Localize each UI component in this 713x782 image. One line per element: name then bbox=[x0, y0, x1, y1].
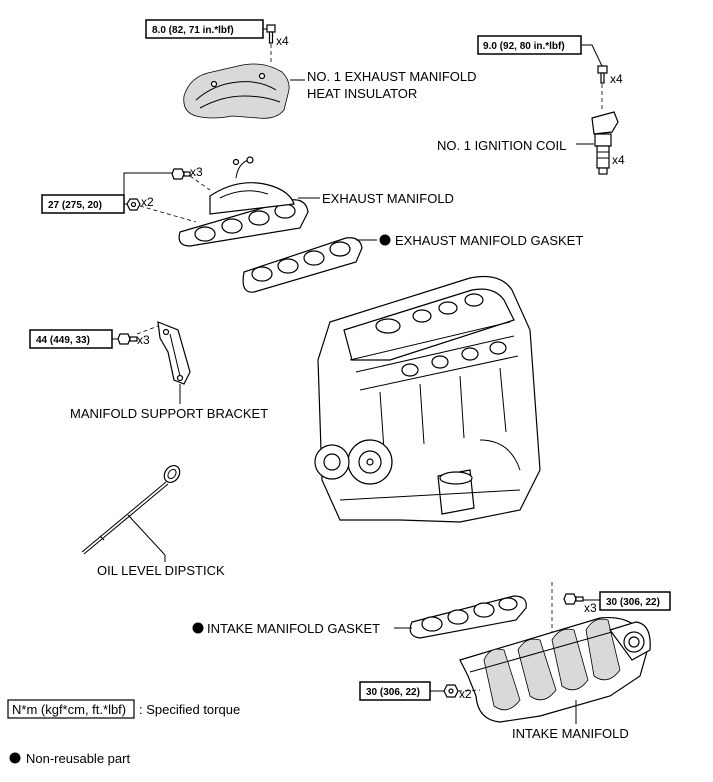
non-reusable-dot-icon bbox=[379, 234, 391, 246]
svg-text:8.0 (82, 71 in.*lbf): 8.0 (82, 71 in.*lbf) bbox=[152, 25, 234, 36]
bracket-bolt-qty: x3 bbox=[137, 333, 150, 347]
svg-text:30 (306, 22): 30 (306, 22) bbox=[606, 597, 660, 608]
intake-gasket-part bbox=[409, 595, 527, 639]
legend-torque-box: N*m (kgf*cm, ft.*lbf) bbox=[7, 699, 135, 719]
intake-bolt-qty: x3 bbox=[584, 601, 597, 615]
ignition-coil-torque-box: 9.0 (92, 80 in.*lbf) bbox=[477, 35, 582, 55]
ignition-coil-part bbox=[591, 111, 619, 175]
intake-torque-box-lower: 30 (306, 22) bbox=[359, 681, 431, 701]
intake-gasket-label: INTAKE MANIFOLD GASKET bbox=[207, 621, 380, 636]
heat-insulator-torque-box: 8.0 (82, 71 in.*lbf) bbox=[145, 19, 264, 39]
svg-text:30 (306, 22): 30 (306, 22) bbox=[366, 687, 420, 698]
exhaust-manifold-torque-box: 27 (275, 20) bbox=[41, 194, 125, 214]
exhaust-nut-qty: x2 bbox=[141, 195, 154, 209]
svg-text:44 (449, 33): 44 (449, 33) bbox=[36, 335, 90, 346]
exhaust-manifold-part bbox=[178, 156, 309, 247]
intake-bolt-icon bbox=[563, 593, 584, 605]
exhaust-bolt-qty: x3 bbox=[190, 165, 203, 179]
support-bracket-part bbox=[157, 321, 191, 385]
heat-insulator-label-line2: HEAT INSULATOR bbox=[307, 86, 417, 101]
svg-text:N*m (kgf*cm, ft.*lbf): N*m (kgf*cm, ft.*lbf) bbox=[12, 702, 126, 717]
ignition-coil-bolt-icon bbox=[597, 65, 608, 84]
bracket-bolt-icon bbox=[117, 333, 138, 345]
intake-nut-qty: x2 bbox=[459, 687, 472, 701]
ignition-coil-bolt-qty: x4 bbox=[610, 72, 623, 86]
exhaust-nut-icon bbox=[126, 198, 141, 211]
legend-torque-description: : Specified torque bbox=[139, 702, 240, 717]
exhaust-gasket-part bbox=[242, 237, 363, 293]
oil-dipstick-label: OIL LEVEL DIPSTICK bbox=[97, 563, 225, 578]
exhaust-manifold-label: EXHAUST MANIFOLD bbox=[322, 191, 454, 206]
heat-insulator-part bbox=[183, 63, 290, 119]
svg-text:9.0 (92, 80 in.*lbf): 9.0 (92, 80 in.*lbf) bbox=[483, 41, 565, 52]
exhaust-bolt-icon bbox=[171, 168, 191, 180]
heat-insulator-bolt-icon bbox=[266, 24, 276, 44]
intake-torque-box-upper: 30 (306, 22) bbox=[599, 591, 671, 611]
ignition-coil-qty: x4 bbox=[612, 153, 625, 167]
legend-non-reusable-icon bbox=[9, 752, 21, 764]
heat-insulator-bolt-qty: x4 bbox=[276, 34, 289, 48]
intake-nut-icon bbox=[443, 684, 459, 698]
oil-dipstick-part bbox=[81, 465, 181, 555]
ignition-coil-label: NO. 1 IGNITION COIL bbox=[437, 138, 566, 153]
svg-text:27 (275, 20): 27 (275, 20) bbox=[48, 200, 102, 211]
legend-non-reusable-label: Non-reusable part bbox=[26, 751, 130, 766]
bracket-torque-box: 44 (449, 33) bbox=[29, 329, 113, 349]
intake-manifold-part bbox=[459, 616, 651, 723]
engine-block-illustration bbox=[314, 275, 541, 523]
heat-insulator-label-line1: NO. 1 EXHAUST MANIFOLD bbox=[307, 69, 477, 84]
exhaust-gasket-label: EXHAUST MANIFOLD GASKET bbox=[395, 233, 583, 248]
intake-manifold-label: INTAKE MANIFOLD bbox=[512, 726, 629, 741]
intake-gasket-dot-icon bbox=[192, 622, 204, 634]
bracket-label: MANIFOLD SUPPORT BRACKET bbox=[70, 406, 268, 421]
